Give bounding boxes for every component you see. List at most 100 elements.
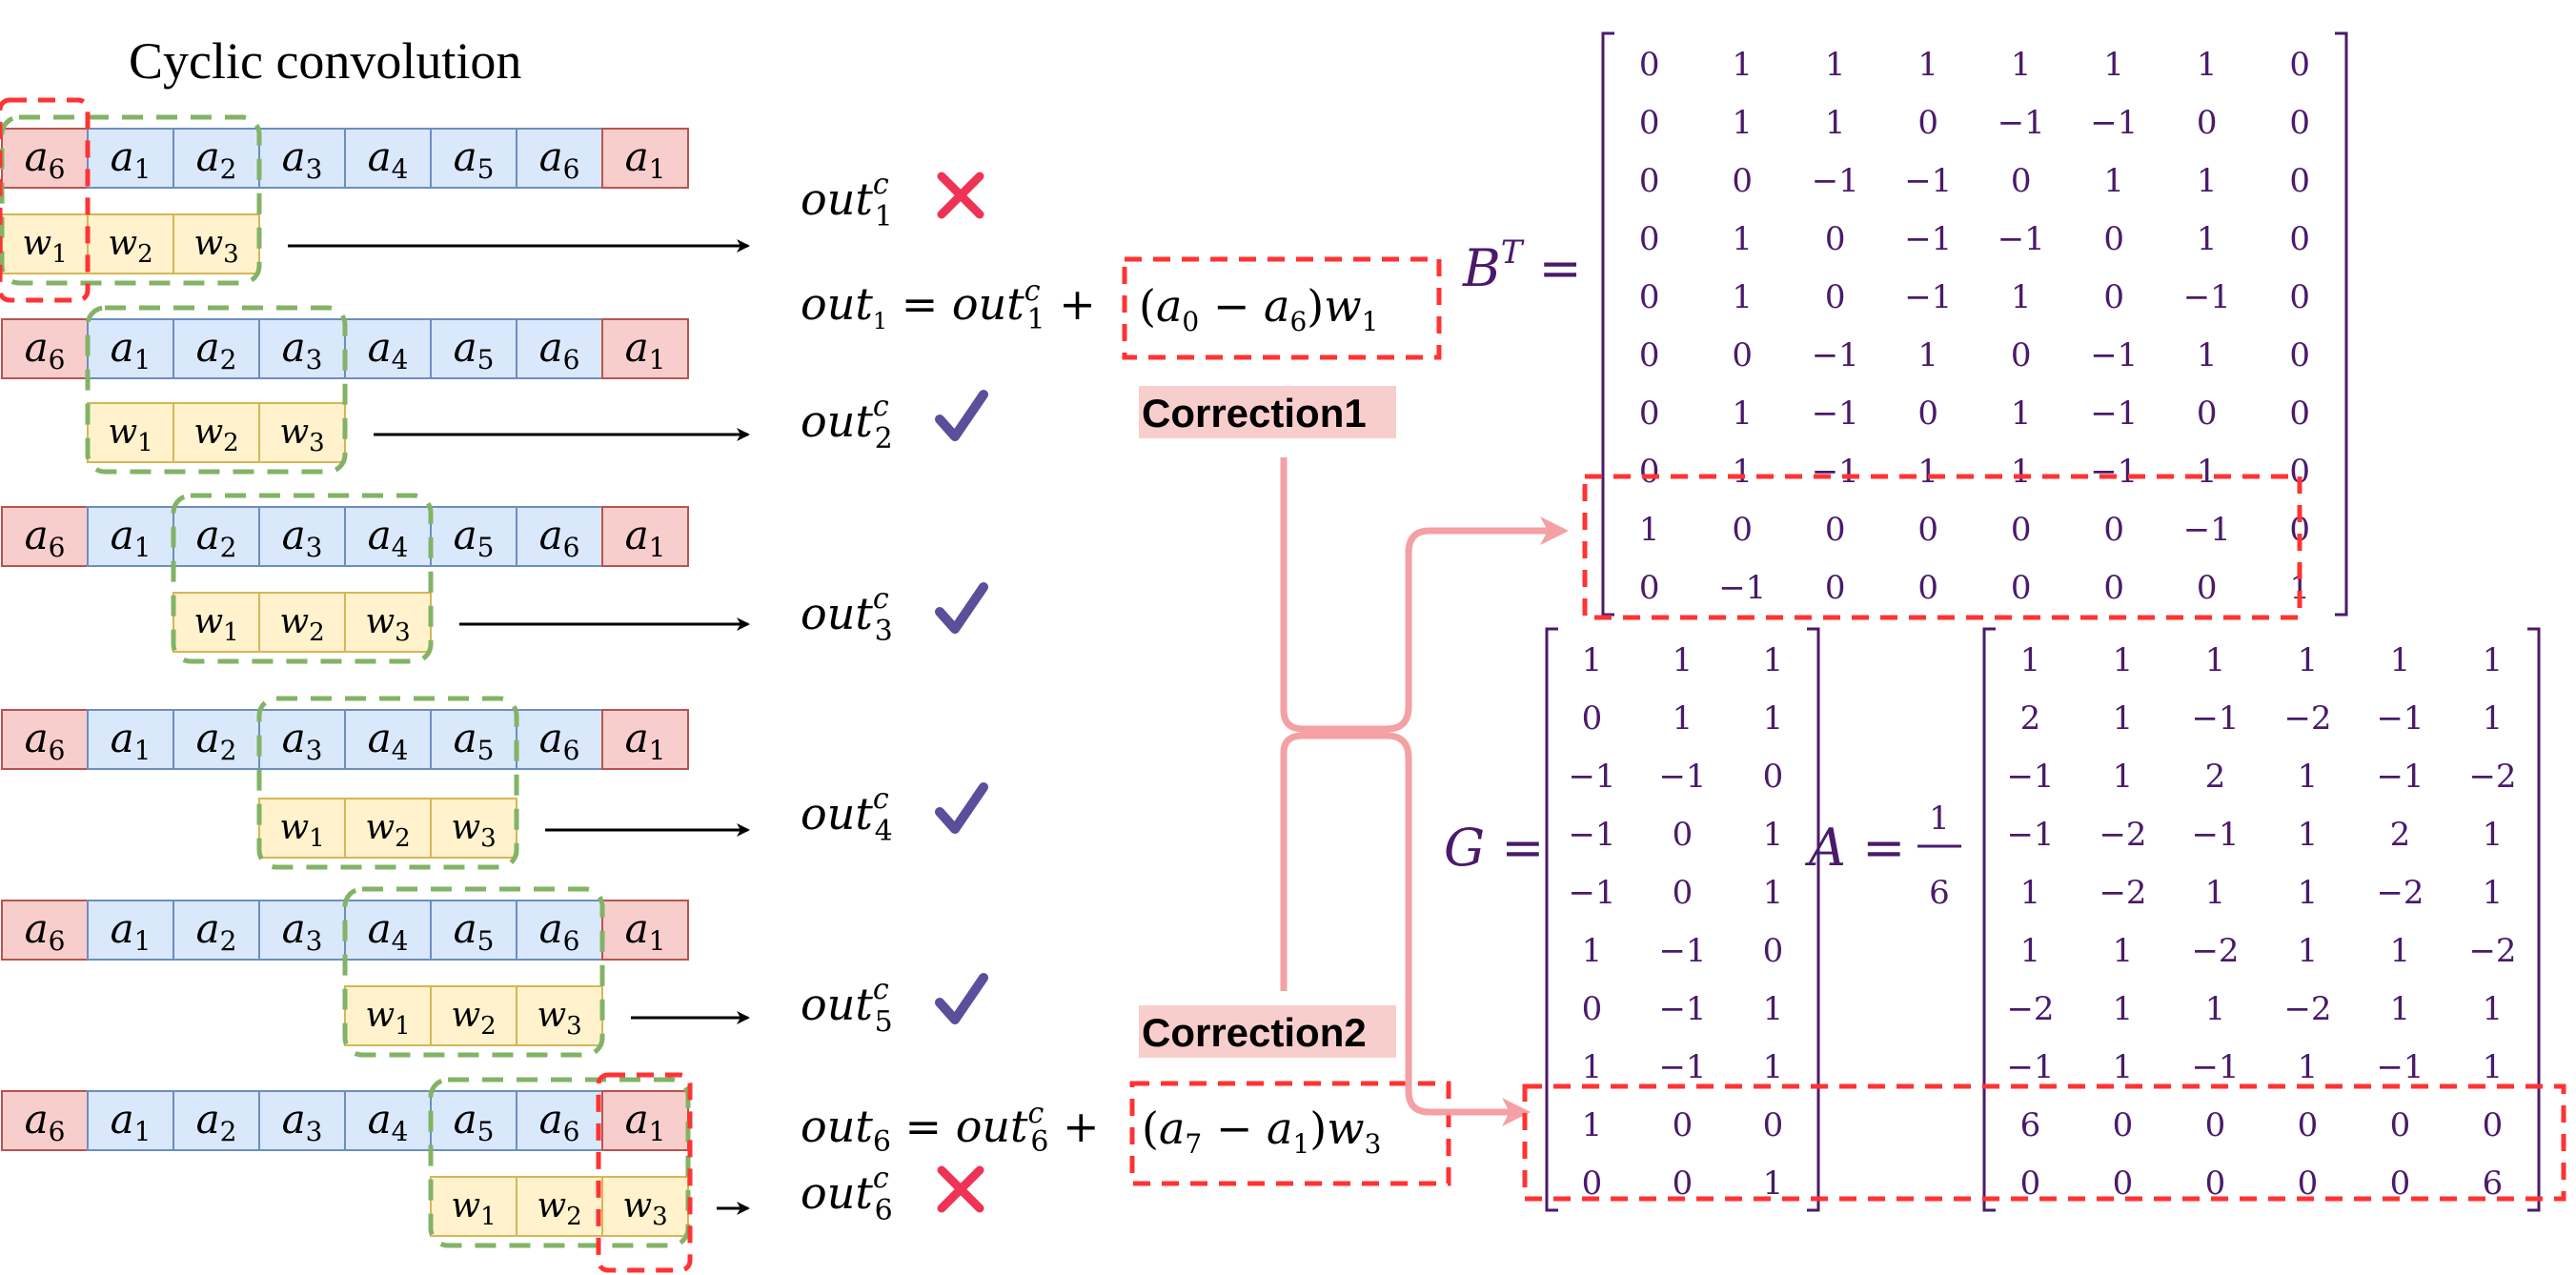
- correction-2-label: Correction2: [1142, 1010, 1367, 1055]
- input-cell-label: a4: [368, 715, 409, 766]
- input-cell: [516, 900, 603, 961]
- matrix-bt-entry: 0: [2289, 511, 2310, 549]
- matrix-g-entry: 0: [1582, 990, 1603, 1028]
- kernel-cell-label: w2: [451, 996, 496, 1041]
- matrix-a-entry: 0: [2390, 1164, 2411, 1203]
- padding-cell: [1, 506, 89, 567]
- matrix-a-right-bracket: [2527, 627, 2541, 1212]
- input-cell-label: a1: [625, 512, 666, 563]
- correction-1-label-bg: [1139, 386, 1396, 438]
- matrix-bt-entry: 0: [2103, 569, 2124, 607]
- matrix-bt-entry: 0: [1732, 511, 1753, 549]
- matrix-a-entry: 1: [2390, 932, 2411, 970]
- matrix-a-entry: 0: [2390, 1106, 2411, 1144]
- matrix-g-entry: 0: [1582, 699, 1603, 738]
- input-cell-label: a5: [454, 905, 495, 957]
- matrix-bt-entry: −1: [1904, 162, 1952, 200]
- matrix-a-entry: 1: [2483, 874, 2504, 912]
- matrix-bt-entry: 1: [2197, 46, 2218, 84]
- matrix-bt-entry: 0: [1917, 511, 1938, 549]
- matrix-a-entry: 0: [2020, 1164, 2041, 1203]
- matrix-bt-entry: 1: [2197, 336, 2218, 374]
- padding-cell: [601, 318, 689, 379]
- matrix-bt-entry: 0: [1917, 569, 1938, 607]
- input-cell: [516, 1090, 603, 1151]
- ga-correction-rows-box: [1522, 1083, 2566, 1202]
- kernel-cell-label: w3: [451, 808, 496, 853]
- matrix-a-entry: 1: [2298, 1048, 2319, 1086]
- matrix-bt-entry: −1: [1812, 162, 1859, 200]
- kernel-cell-label: w1: [22, 224, 67, 269]
- matrix-bt-entry: 1: [2103, 46, 2124, 84]
- matrix-bt-entry: 0: [2289, 395, 2310, 433]
- matrix-bt-entry: 0: [2197, 104, 2218, 142]
- input-cell-label: a2: [196, 133, 237, 185]
- correction-1-box: [1122, 256, 1442, 360]
- matrix-a-entry: 1: [2390, 641, 2411, 679]
- input-cell-label: a2: [196, 324, 237, 375]
- matrix-bt-entry: 0: [2103, 278, 2124, 316]
- matrix-bt-entry: 0: [1917, 395, 1938, 433]
- kernel-cell-label: w3: [279, 413, 324, 457]
- matrix-bt-entry: 1: [2197, 162, 2218, 200]
- matrix-bt-entry: 1: [1732, 220, 1753, 258]
- matrix-a-entry: 1: [2298, 758, 2319, 796]
- matrix-bt-entry: −1: [2183, 511, 2231, 549]
- matrix-a-entry: −1: [2006, 758, 2054, 796]
- matrix-a-entry: 1: [2298, 816, 2319, 854]
- kernel-cell-label: w3: [365, 602, 410, 647]
- input-cell: [172, 318, 260, 379]
- matrix-a-entry: −2: [2468, 932, 2516, 970]
- matrix-bt-entry: 1: [2197, 220, 2218, 258]
- input-cell-label: a4: [368, 324, 409, 375]
- input-cell: [172, 900, 260, 961]
- input-cell-label: a2: [196, 1096, 237, 1147]
- padding-cell: [601, 900, 689, 961]
- matrix-a-entry: 1: [2483, 990, 2504, 1028]
- matrix-g-entry: 1: [1763, 699, 1784, 738]
- matrix-a-entry: 2: [2020, 699, 2041, 738]
- matrix-a-entry: 1: [2298, 874, 2319, 912]
- matrix-a-entry: 2: [2390, 816, 2411, 854]
- input-cell-label: a6: [25, 324, 66, 375]
- matrix-bt-entry: 0: [2289, 162, 2310, 200]
- sliding-window: [171, 493, 434, 664]
- matrix-bt-entry: 0: [1917, 104, 1938, 142]
- matrix-bt-entry: 1: [1732, 46, 1753, 84]
- matrix-g-entry: 1: [1763, 990, 1784, 1028]
- input-cell-label: a2: [196, 512, 237, 563]
- input-cell-label: a5: [454, 324, 495, 375]
- correction-1-term: (a0 − a6)w1: [1139, 280, 1378, 337]
- input-cell: [172, 506, 260, 567]
- input-cell-label: a4: [368, 133, 409, 185]
- kernel-cell: [1, 213, 89, 274]
- matrix-bt-entry: 0: [1639, 162, 1660, 200]
- matrix-bt-entry: −1: [1812, 395, 1859, 433]
- matrix-bt-entry: 0: [2289, 453, 2310, 491]
- input-cell-label: a6: [25, 1096, 66, 1147]
- kernel-cell: [516, 985, 603, 1046]
- input-cell-label: a6: [539, 905, 580, 957]
- matrix-g-entry: 1: [1763, 1048, 1784, 1086]
- matrix-a-entry: −2: [2099, 874, 2146, 912]
- matrix-bt-entry: −1: [1812, 453, 1859, 491]
- matrix-bt-entry: 0: [2289, 336, 2310, 374]
- matrix-bt-entry: 0: [1825, 511, 1846, 549]
- input-cell-label: a6: [25, 512, 66, 563]
- matrix-g-entry: 0: [1763, 1106, 1784, 1144]
- matrix-a-entry: 1: [2483, 641, 2504, 679]
- matrix-g-entry: 0: [1673, 816, 1694, 854]
- matrix-a-entry: 2: [2205, 758, 2226, 796]
- matrix-bt-entry: 0: [2289, 104, 2310, 142]
- matrix-a-entry: 1: [2483, 816, 2504, 854]
- kernel-cell: [344, 798, 432, 859]
